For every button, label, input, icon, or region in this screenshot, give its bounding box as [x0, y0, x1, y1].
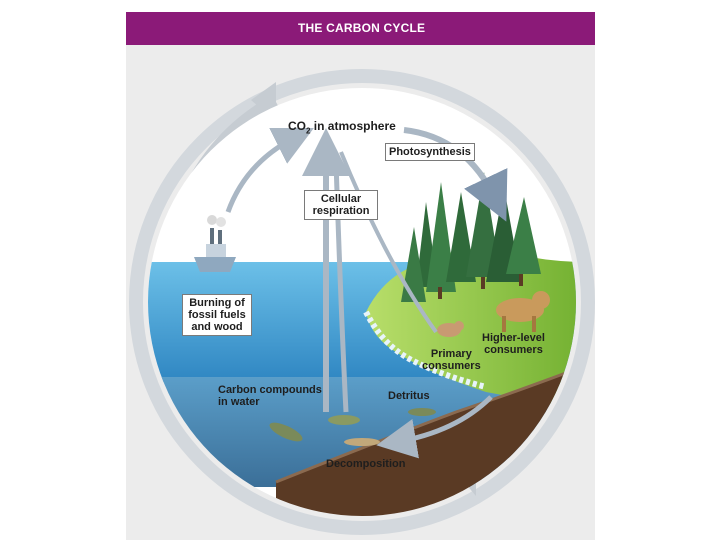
primary-line1: Primary	[430, 348, 472, 360]
fish-icon	[269, 408, 436, 446]
ship-icon	[194, 215, 236, 272]
burning-line2: fossil fuels	[188, 309, 246, 321]
title-bar: THE CARBON CYCLE	[126, 12, 595, 45]
carbon-compounds-label: Carbon compounds in water	[218, 384, 322, 408]
cat-icon	[496, 291, 550, 332]
co2-subscript: 2	[306, 126, 311, 136]
higher-line2: consumers	[484, 344, 543, 356]
co2-prefix: CO	[288, 119, 306, 133]
mouse-icon	[437, 321, 464, 337]
photosynthesis-label: Photosynthesis	[385, 143, 475, 161]
primary-consumers-label: Primary consumers	[422, 348, 481, 372]
photosynthesis-text: Photosynthesis	[389, 146, 471, 158]
co2-suffix: in atmosphere	[310, 119, 396, 133]
cellular-line1: Cellular	[320, 193, 362, 205]
decomposition-label: Decomposition	[326, 458, 405, 470]
detritus-text: Detritus	[388, 390, 430, 402]
cellular-line2: respiration	[312, 205, 370, 217]
cellular-respiration-label: Cellular respiration	[304, 190, 378, 220]
burning-line3: and wood	[191, 321, 243, 333]
burning-line1: Burning of	[189, 297, 245, 309]
tree-icon	[401, 172, 541, 302]
decomposition-text: Decomposition	[326, 458, 406, 470]
slide: THE CARBON CYCLE	[126, 12, 595, 540]
co2-label: CO2 in atmosphere	[288, 120, 396, 137]
carbon-line1: Carbon compounds	[218, 384, 322, 396]
burning-fuels-label: Burning of fossil fuels and wood	[182, 294, 252, 336]
detritus-label: Detritus	[388, 390, 430, 402]
higher-consumers-label: Higher-level consumers	[482, 332, 545, 356]
page-title: THE CARBON CYCLE	[298, 21, 426, 35]
higher-line1: Higher-level	[482, 332, 545, 344]
carbon-line2: in water	[218, 396, 260, 408]
primary-line2: consumers	[422, 360, 481, 372]
